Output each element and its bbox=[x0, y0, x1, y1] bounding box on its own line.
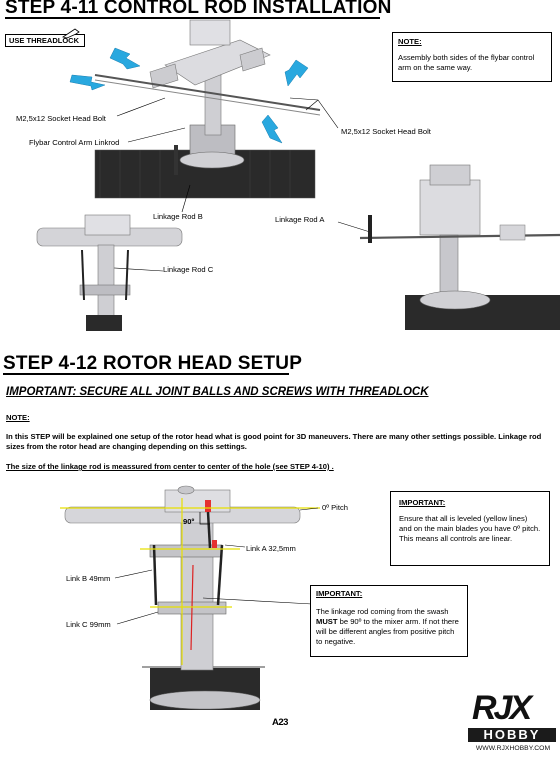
label-pitch: 0º Pitch bbox=[322, 503, 348, 512]
note-title: NOTE: bbox=[398, 37, 422, 46]
title-underline bbox=[3, 373, 289, 375]
label-bolt-left: M2,5x12 Socket Head Bolt bbox=[16, 114, 106, 123]
important-text: Ensure that all is leveled (yellow lines… bbox=[399, 514, 541, 543]
label-rod-c: Linkage Rod C bbox=[163, 265, 214, 274]
important-text-post: be 90º to the mixer arm. If not there wi… bbox=[316, 617, 459, 646]
brand-logo-mark: RJX bbox=[472, 689, 532, 727]
brand-logo: RJX HOBBY WWW.RJXHOBBY.COM bbox=[468, 689, 558, 759]
brand-url: WWW.RJXHOBBY.COM bbox=[475, 745, 551, 752]
label-link-b: Link B 49mm bbox=[66, 574, 111, 583]
important-text-must: MUST bbox=[316, 617, 338, 626]
important-title: IMPORTANT: bbox=[316, 589, 363, 598]
important-title: IMPORTANT: bbox=[399, 498, 446, 507]
step-4-12-size-note: The size of the linkage rod is meassured… bbox=[6, 462, 334, 471]
label-bolt-right: M2,5x12 Socket Head Bolt bbox=[341, 127, 431, 136]
step-4-12-note-title: NOTE: bbox=[6, 413, 30, 422]
threadlock-badge: USE THREADLOCK bbox=[5, 28, 85, 47]
label-link-a: Link A 32,5mm bbox=[246, 544, 296, 553]
threadlock-label: USE THREADLOCK bbox=[9, 36, 80, 45]
label-linkrod: Flybar Control Arm Linkrod bbox=[29, 138, 120, 147]
threadlock-bottle-icon bbox=[62, 28, 80, 39]
note-text: Assembly both sides of the flybar contro… bbox=[398, 53, 535, 72]
rotor-head-exploded-illustration bbox=[36, 19, 560, 331]
label-90-degree: 90º bbox=[183, 517, 195, 526]
page-number: A23 bbox=[272, 717, 288, 728]
important-box-angle: IMPORTANT: The linkage rod coming from t… bbox=[310, 585, 468, 657]
step-4-12-title: STEP 4-12 ROTOR HEAD SETUP bbox=[3, 353, 303, 374]
brand-name: HOBBY bbox=[468, 728, 556, 742]
label-rod-b: Linkage Rod B bbox=[153, 212, 203, 221]
step-4-12-subtitle: IMPORTANT: SECURE ALL JOINT BALLS AND SC… bbox=[6, 386, 429, 398]
step-4-12-note-text: In this STEP will be explained one setup… bbox=[6, 432, 542, 451]
important-box-level: IMPORTANT: Ensure that all is leveled (y… bbox=[390, 491, 550, 566]
title-underline bbox=[5, 17, 380, 19]
step-4-11-title: STEP 4-11 CONTROL ROD INSTALLATION bbox=[5, 0, 392, 18]
note-box-4-11: NOTE: Assembly both sides of the flybar … bbox=[392, 32, 552, 82]
label-rod-a: Linkage Rod A bbox=[275, 215, 325, 224]
important-text-pre: The linkage rod coming from the swash bbox=[316, 607, 449, 616]
label-link-c: Link C 99mm bbox=[66, 620, 111, 629]
